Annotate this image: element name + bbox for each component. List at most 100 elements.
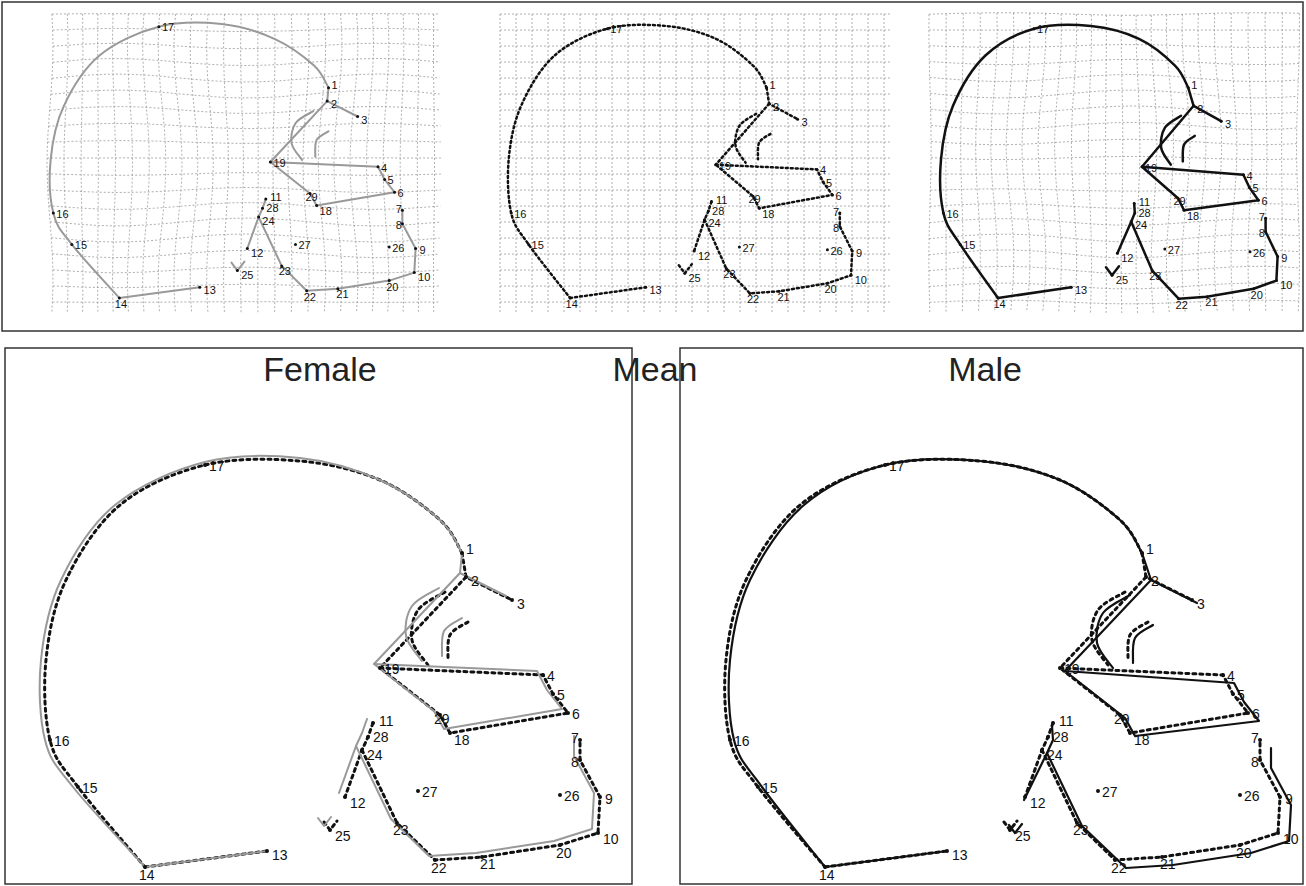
brow-outline xyxy=(327,88,357,117)
landmark-dot xyxy=(883,463,887,467)
landmark-number: 9 xyxy=(419,245,425,256)
landmark-dot xyxy=(1192,104,1195,107)
deformation-grid xyxy=(1214,13,1221,311)
landmark-number: 9 xyxy=(1281,253,1287,264)
landmark-number: 26 xyxy=(1244,789,1260,803)
landmark-number: 7 xyxy=(396,204,402,215)
deformation-grid xyxy=(334,14,342,312)
deformation-grid xyxy=(417,14,418,312)
jaw-outline xyxy=(1047,748,1291,868)
landmark-number: 12 xyxy=(698,251,710,262)
landmark-number: 17 xyxy=(1037,24,1049,35)
landmark-number: 18 xyxy=(454,733,470,747)
landmark-number: 6 xyxy=(572,707,580,721)
landmark-number: 8 xyxy=(833,223,839,234)
landmark-number: 23 xyxy=(1149,271,1161,282)
landmark-number: 22 xyxy=(1176,300,1188,311)
landmark-number: 18 xyxy=(1134,733,1150,747)
deformation-grid xyxy=(207,14,214,312)
landmark-number: 11 xyxy=(1059,714,1074,728)
landmark-number: 23 xyxy=(1073,823,1089,837)
landmark-number: 25 xyxy=(241,270,253,281)
landmark-dot xyxy=(527,243,530,246)
deformation-grid xyxy=(929,14,931,312)
deformation-grid xyxy=(48,141,441,144)
landmark-number: 4 xyxy=(820,165,826,176)
landmark-dot xyxy=(413,271,416,274)
landmark-number: 23 xyxy=(723,269,735,280)
landmark-number: 24 xyxy=(708,218,720,229)
landmark-dot xyxy=(52,212,55,215)
deformation-grid xyxy=(929,13,1299,16)
ramus-outline xyxy=(339,719,367,793)
landmark-dot xyxy=(360,748,364,752)
cranial-base-line xyxy=(825,851,947,867)
deformation-grid xyxy=(804,14,805,312)
deformation-grid xyxy=(51,90,440,98)
panel-frame xyxy=(680,348,1303,884)
deformation-grid xyxy=(1038,13,1046,311)
skull-vault-outline xyxy=(508,25,767,298)
orbit-line xyxy=(270,101,327,162)
deformation-grid xyxy=(500,46,890,47)
landmark-dot xyxy=(257,216,260,219)
landmark-number: 22 xyxy=(304,292,316,303)
landmark-number: 5 xyxy=(826,178,832,189)
landmark-dot xyxy=(510,598,514,602)
deformation-grid xyxy=(820,14,821,312)
landmark-dot xyxy=(460,551,464,555)
zygomatic-outline xyxy=(716,165,833,209)
landmark-number: 2 xyxy=(1151,574,1159,588)
landmark-dot xyxy=(1231,692,1235,696)
landmark-dot xyxy=(942,212,945,215)
landmark-number: 19 xyxy=(384,662,400,676)
landmark-dot xyxy=(294,243,297,246)
orbit-line xyxy=(1065,580,1151,671)
landmark-dot xyxy=(264,197,267,200)
deformation-grid xyxy=(158,14,166,312)
deformation-grid xyxy=(48,123,440,128)
deformation-grid xyxy=(580,14,581,312)
landmark-dot xyxy=(383,178,386,181)
landmark-dot xyxy=(1144,575,1148,579)
deformation-grid xyxy=(1281,13,1283,311)
orbit-arc xyxy=(758,134,771,159)
landmark-number: 25 xyxy=(1116,275,1128,286)
landmark-number: 3 xyxy=(361,115,367,126)
landmark-dot xyxy=(157,25,160,28)
landmark-dot xyxy=(826,248,829,251)
landmark-dot xyxy=(326,100,329,103)
deformation-grid xyxy=(500,270,890,271)
panel-frame xyxy=(2,2,1303,331)
deformation-grid xyxy=(931,106,1298,114)
deformation-grid xyxy=(961,13,964,311)
cranial-base-line xyxy=(570,287,646,298)
zygomatic-outline xyxy=(270,162,394,206)
jaw-outline xyxy=(356,736,594,856)
landmark-dot xyxy=(768,102,771,105)
orbit-arc xyxy=(448,622,468,660)
landmark-dot xyxy=(1008,828,1012,832)
landmark-dot xyxy=(343,795,347,799)
deformation-grid xyxy=(930,219,1299,226)
deformation-grid xyxy=(660,14,661,312)
landmark-number: 2 xyxy=(471,574,479,588)
landmark-number: 8 xyxy=(1251,755,1259,769)
landmark-dot xyxy=(198,286,201,289)
deformation-grid xyxy=(1182,14,1190,312)
deformation-grid xyxy=(64,14,68,312)
landmark-dot xyxy=(1058,666,1062,670)
landmark-number: 23 xyxy=(393,823,409,837)
landmark-dot xyxy=(728,738,732,742)
landmark-dot xyxy=(1190,598,1194,602)
landmark-dot xyxy=(703,218,706,221)
landmark-dot xyxy=(710,200,713,203)
landmark-dot xyxy=(1130,220,1133,223)
landmark-number: 3 xyxy=(1225,119,1231,130)
deformation-grid xyxy=(930,189,1297,191)
landmark-dot xyxy=(1111,274,1114,277)
landmark-dot xyxy=(1276,255,1279,258)
landmark-number: 21 xyxy=(778,292,790,303)
landmark-number: 29 xyxy=(1174,196,1186,207)
landmark-number: 26 xyxy=(392,243,404,254)
